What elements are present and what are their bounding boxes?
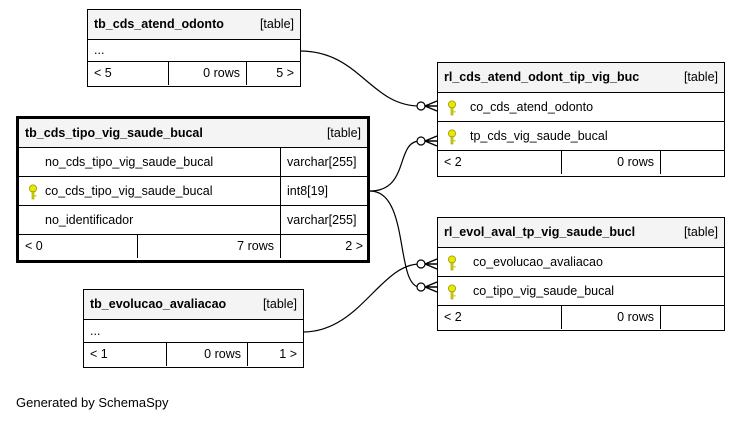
table-kind: [table] xyxy=(326,126,361,140)
parents-count[interactable]: < 2 xyxy=(444,155,462,169)
key-icon xyxy=(448,284,456,300)
table-name: tb_cds_tipo_vig_saude_bucal xyxy=(25,126,203,140)
table-rl-evol-aval-tp-vig-saude-bucl[interactable]: rl_evol_aval_tp_vig_saude_bucl [table] c… xyxy=(437,217,725,331)
children-count[interactable]: 1 > xyxy=(247,343,303,366)
column-name: co_cds_tipo_vig_saude_bucal xyxy=(45,184,213,198)
ellipsis: ... xyxy=(94,43,105,57)
column-row[interactable]: no_cds_tipo_vig_saude_bucal varchar[255] xyxy=(19,148,367,177)
edge-end-circle xyxy=(416,101,426,111)
parents-count[interactable]: < 5 xyxy=(94,66,112,80)
crowfoot xyxy=(424,100,438,112)
edge-atend-odonto xyxy=(299,50,421,107)
table-tb-evolucao-avaliacao[interactable]: tb_evolucao_avaliacao [table] ... < 1 0 … xyxy=(83,289,304,368)
table-header: tb_cds_atend_odonto [table] xyxy=(88,10,300,40)
crowfoot xyxy=(424,258,438,270)
column-row[interactable]: tp_cds_vig_saude_bucal xyxy=(438,122,724,151)
edge-end-circle xyxy=(416,136,426,146)
children-cell xyxy=(660,151,724,174)
children-count[interactable]: 2 > xyxy=(280,235,369,258)
edge-tipovig-rlevol xyxy=(369,190,421,288)
column-type: int8[19] xyxy=(280,177,369,205)
edge-end-circle xyxy=(416,282,426,292)
column-name: co_tipo_vig_saude_bucal xyxy=(473,284,615,298)
table-header: rl_cds_atend_odont_tip_vig_buc [table] xyxy=(438,63,724,93)
children-cell xyxy=(660,306,724,329)
table-name: tb_evolucao_avaliacao xyxy=(90,297,227,311)
column-row[interactable]: co_cds_atend_odonto xyxy=(438,93,724,122)
table-kind: [table] xyxy=(683,70,718,84)
column-row[interactable]: co_cds_tipo_vig_saude_bucal int8[19] xyxy=(19,177,367,206)
table-kind: [table] xyxy=(683,225,718,239)
table-kind: [table] xyxy=(259,17,294,31)
table-rl-cds-atend-odont-tip-vig-buc[interactable]: rl_cds_atend_odont_tip_vig_buc [table] c… xyxy=(437,62,725,177)
parents-count[interactable]: < 0 xyxy=(25,239,43,253)
table-kind: [table] xyxy=(262,297,297,311)
table-header: rl_evol_aval_tp_vig_saude_bucl [table] xyxy=(438,218,724,248)
parents-count[interactable]: < 2 xyxy=(444,310,462,324)
edge-evolucao-rlevol xyxy=(302,263,421,333)
edge-tipovig-rlatend xyxy=(369,140,421,192)
key-icon xyxy=(448,255,456,271)
table-footer: < 2 0 rows xyxy=(438,306,724,329)
key-icon xyxy=(448,100,456,116)
column-name: co_cds_atend_odonto xyxy=(470,100,594,114)
generated-by-credit: Generated by SchemaSpy xyxy=(16,395,169,410)
column-type: varchar[255] xyxy=(280,148,369,176)
column-type: varchar[255] xyxy=(280,206,369,234)
row-count: 0 rows xyxy=(561,151,660,174)
table-footer: < 0 7 rows 2 > xyxy=(19,235,367,258)
parents-count[interactable]: < 1 xyxy=(90,347,108,361)
table-tb-cds-tipo-vig-saude-bucal[interactable]: tb_cds_tipo_vig_saude_bucal [table] no_c… xyxy=(16,116,370,263)
row-count: 0 rows xyxy=(166,343,247,366)
table-header: tb_evolucao_avaliacao [table] xyxy=(84,290,303,320)
crowfoot xyxy=(424,281,438,293)
column-name: tp_cds_vig_saude_bucal xyxy=(470,129,608,143)
edge-end-circle xyxy=(416,259,426,269)
column-row[interactable]: co_tipo_vig_saude_bucal xyxy=(438,277,724,306)
ellipsis: ... xyxy=(90,324,101,338)
column-row[interactable]: co_evolucao_avaliacao xyxy=(438,248,724,277)
column-name: no_cds_tipo_vig_saude_bucal xyxy=(45,155,214,169)
column-name: no_identificador xyxy=(45,213,134,227)
table-footer: < 1 0 rows 1 > xyxy=(84,343,303,366)
table-footer: < 2 0 rows xyxy=(438,151,724,174)
children-count[interactable]: 5 > xyxy=(246,62,300,85)
row-count: 7 rows xyxy=(137,235,280,258)
row-count: 0 rows xyxy=(168,62,246,85)
crowfoot xyxy=(424,135,438,147)
table-footer: < 5 0 rows 5 > xyxy=(88,62,300,85)
table-header: tb_cds_tipo_vig_saude_bucal [table] xyxy=(19,119,367,148)
table-tb-cds-atend-odonto[interactable]: tb_cds_atend_odonto [table] ... < 5 0 ro… xyxy=(87,9,301,87)
table-name: rl_cds_atend_odont_tip_vig_buc xyxy=(444,70,640,84)
row-count: 0 rows xyxy=(561,306,660,329)
column-name: co_evolucao_avaliacao xyxy=(473,255,603,269)
table-name: rl_evol_aval_tp_vig_saude_bucl xyxy=(444,225,636,239)
table-body: ... xyxy=(88,40,300,62)
key-icon xyxy=(448,129,456,145)
key-icon xyxy=(29,184,37,200)
column-row[interactable]: no_identificador varchar[255] xyxy=(19,206,367,235)
table-name: tb_cds_atend_odonto xyxy=(94,17,224,31)
table-body: ... xyxy=(84,320,303,343)
